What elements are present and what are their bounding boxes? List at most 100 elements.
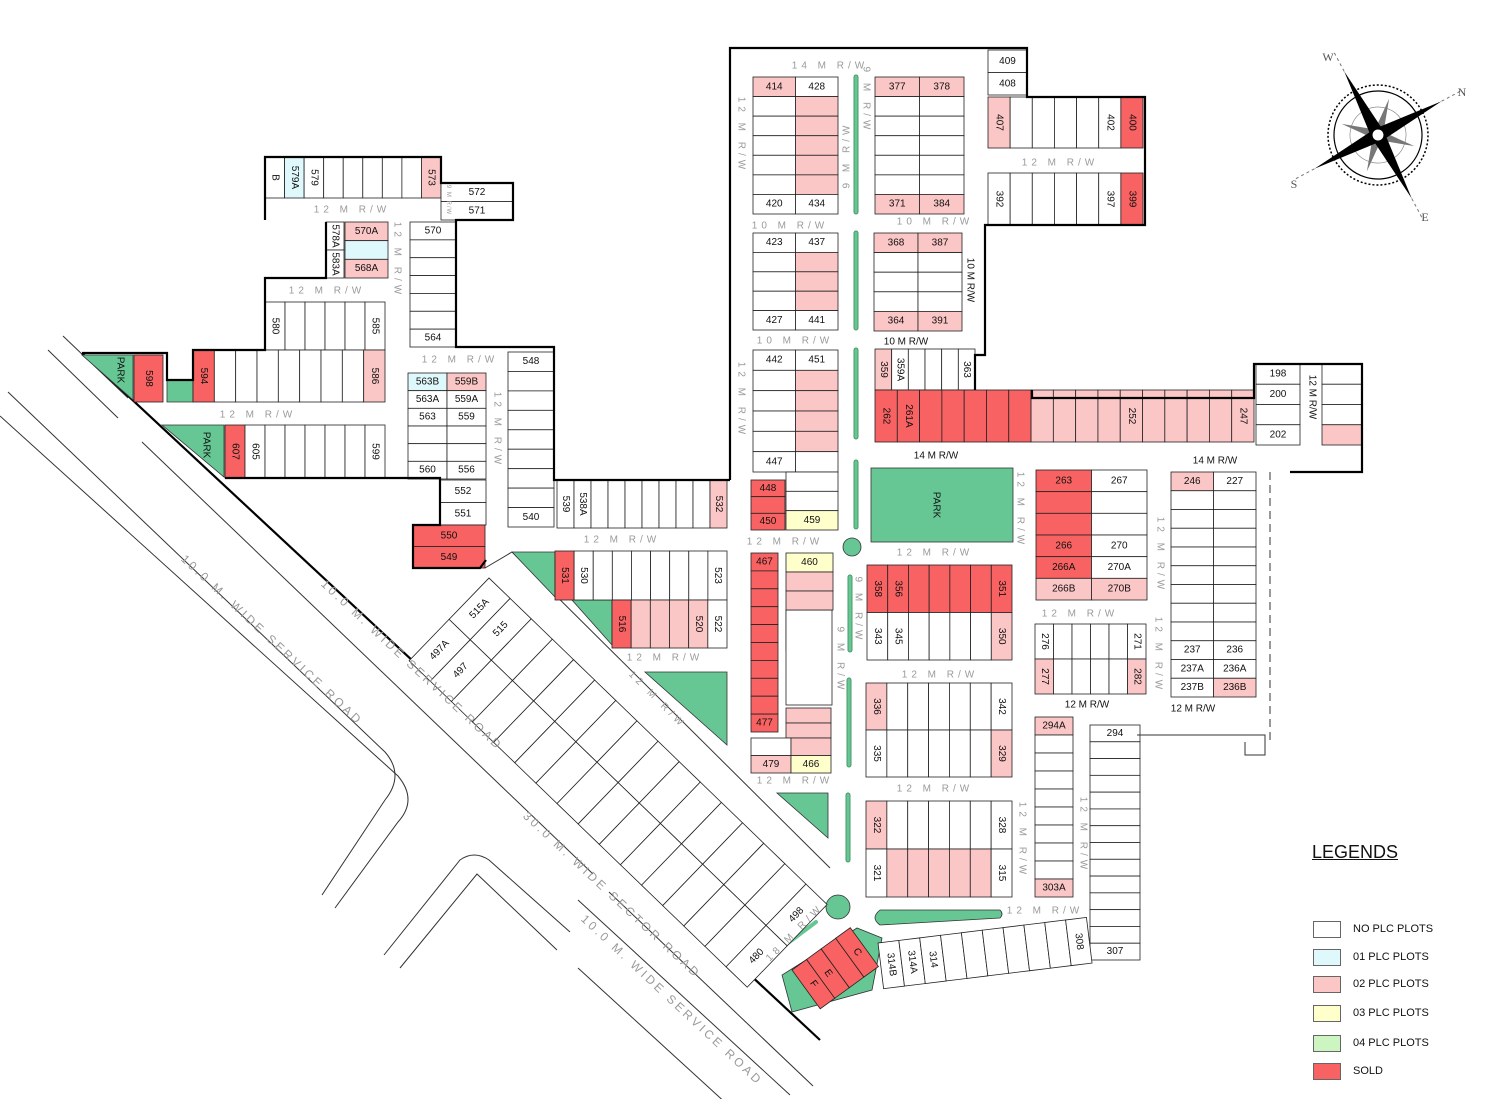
plot[interactable] (1053, 623, 1073, 660)
plot[interactable] (1034, 788, 1074, 808)
plot[interactable] (785, 722, 832, 739)
plot[interactable] (750, 642, 779, 661)
plot[interactable] (795, 451, 839, 473)
plot[interactable] (409, 310, 457, 330)
plot[interactable] (907, 800, 929, 850)
plot[interactable] (1071, 623, 1091, 660)
plot[interactable] (928, 729, 950, 778)
plot[interactable] (1054, 172, 1077, 226)
plot[interactable] (1089, 774, 1141, 793)
plot[interactable] (133, 354, 164, 403)
plot[interactable] (1089, 892, 1141, 911)
plot[interactable] (785, 510, 839, 531)
plot[interactable] (507, 409, 555, 431)
plot[interactable] (752, 390, 796, 412)
plot[interactable] (919, 174, 965, 195)
plot[interactable] (446, 443, 487, 462)
plot[interactable] (949, 729, 971, 778)
plot[interactable] (874, 135, 920, 156)
plot[interactable] (304, 424, 326, 479)
plot[interactable] (675, 479, 694, 529)
plot[interactable] (1071, 658, 1091, 695)
plot[interactable] (277, 349, 301, 403)
plot[interactable] (928, 612, 951, 661)
plot[interactable] (886, 729, 909, 778)
plot[interactable] (641, 479, 660, 529)
plot[interactable] (969, 729, 992, 778)
plot[interactable] (949, 564, 971, 613)
plot[interactable] (752, 154, 796, 176)
plot[interactable] (1054, 96, 1077, 149)
plot[interactable] (1090, 623, 1110, 660)
plot[interactable] (409, 293, 457, 312)
plot[interactable] (1031, 172, 1055, 226)
plot[interactable] (1089, 758, 1141, 776)
plot[interactable] (949, 800, 971, 850)
plot[interactable] (785, 707, 832, 724)
plot[interactable] (1009, 172, 1033, 226)
plot[interactable] (963, 389, 987, 443)
plot[interactable] (363, 349, 386, 403)
plot[interactable] (1065, 916, 1093, 967)
plot[interactable] (874, 174, 920, 195)
plot[interactable] (1127, 658, 1147, 695)
plot[interactable] (785, 590, 834, 611)
plot[interactable] (928, 848, 950, 898)
plot[interactable] (750, 512, 786, 531)
plot[interactable] (941, 348, 959, 391)
plot[interactable] (1035, 491, 1092, 514)
plot[interactable] (1090, 658, 1110, 695)
plot[interactable] (969, 682, 992, 731)
plot[interactable] (1213, 584, 1257, 604)
plot[interactable] (795, 251, 839, 273)
plot[interactable] (886, 848, 909, 898)
plot[interactable] (1213, 565, 1257, 585)
plot[interactable] (1034, 878, 1074, 898)
plot[interactable] (795, 96, 839, 117)
plot[interactable] (970, 564, 992, 613)
plot[interactable] (324, 424, 346, 479)
plot[interactable] (907, 848, 929, 898)
plot[interactable] (928, 564, 951, 613)
plot[interactable] (785, 471, 839, 492)
plot[interactable] (323, 156, 344, 199)
plot[interactable] (874, 115, 920, 137)
plot[interactable] (795, 194, 839, 215)
plot[interactable] (688, 550, 709, 601)
plot[interactable] (919, 96, 965, 117)
plot[interactable] (692, 479, 711, 529)
plot[interactable] (969, 800, 992, 850)
plot[interactable] (990, 848, 1013, 898)
plot[interactable] (342, 156, 364, 199)
plot[interactable] (284, 424, 306, 479)
plot[interactable] (1089, 791, 1141, 810)
plot[interactable] (750, 606, 779, 626)
plot[interactable] (1053, 658, 1073, 695)
plot[interactable] (1108, 623, 1128, 660)
plot[interactable] (873, 252, 919, 273)
plot[interactable] (990, 612, 1013, 661)
plot[interactable] (752, 430, 796, 453)
plot[interactable] (1213, 527, 1257, 548)
plot[interactable] (1034, 806, 1074, 826)
plot[interactable] (304, 301, 326, 351)
plot[interactable] (907, 348, 926, 391)
plot[interactable] (362, 156, 383, 199)
plot[interactable] (795, 390, 839, 412)
plot[interactable] (790, 755, 832, 774)
plot[interactable] (1170, 490, 1214, 510)
plot[interactable] (949, 848, 971, 898)
plot[interactable] (750, 737, 792, 756)
plot[interactable] (299, 349, 322, 403)
plot[interactable] (924, 348, 943, 391)
plot[interactable] (750, 496, 786, 514)
plot[interactable] (919, 135, 965, 156)
plot[interactable] (669, 599, 690, 649)
plot[interactable] (407, 443, 448, 462)
plot[interactable] (790, 737, 832, 756)
plot[interactable] (1321, 383, 1363, 405)
plot[interactable] (990, 729, 1013, 778)
plot[interactable] (507, 371, 555, 392)
plot[interactable] (344, 301, 366, 351)
plot[interactable] (256, 349, 279, 403)
